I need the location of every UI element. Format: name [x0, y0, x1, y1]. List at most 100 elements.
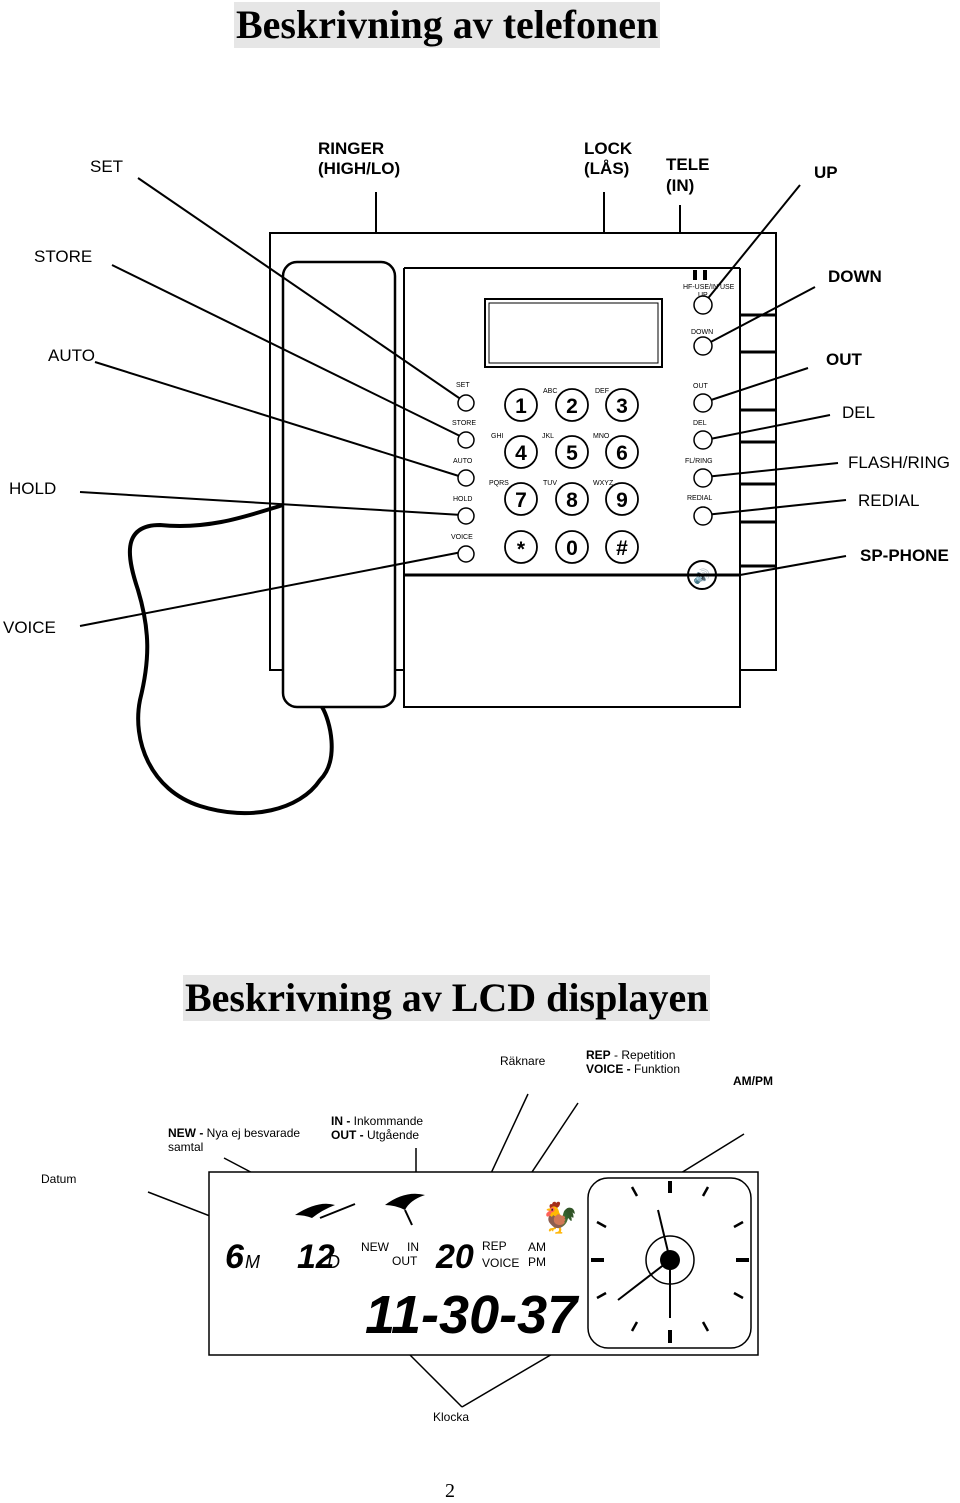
leader-lines — [79, 177, 847, 627]
note-rep: REP - Repetition — [586, 1048, 675, 1062]
lcd-counter: 20 — [435, 1238, 474, 1276]
down-small-label: DOWN — [691, 329, 713, 336]
letters-jkl: JKL — [542, 433, 554, 440]
phone-section-title: Beskrivning av telefonen — [234, 2, 661, 48]
callout-out: OUT — [826, 350, 863, 369]
new-desc: Nya ej besvarade — [203, 1126, 301, 1140]
bird-icon-1 — [295, 1203, 335, 1218]
lcd-panel — [208, 1171, 759, 1356]
keypad — [504, 388, 639, 564]
up-small-label: UP — [698, 292, 708, 299]
out-small-label: OUT — [693, 383, 709, 390]
phone-diagram: HF-USE/IN USE 🔊 SET STORE AUTO HOLD VOIC… — [3, 139, 950, 816]
note-ampm: AM/PM — [733, 1074, 773, 1088]
callout-flash-ring: FLASH/RING — [848, 453, 950, 472]
callout-ringer-1: RINGER — [318, 139, 384, 158]
callout-sp-phone: SP-PHONE — [860, 546, 949, 565]
letters-ghi: GHI — [491, 433, 504, 440]
key-star: * — [517, 538, 526, 561]
rep-desc: - Repetition — [610, 1048, 676, 1062]
key-4: 4 — [515, 442, 527, 465]
new-desc-2: samtal — [168, 1140, 204, 1154]
up-button — [693, 295, 713, 315]
key-1: 1 — [515, 395, 527, 418]
lcd-voice: VOICE — [482, 1256, 519, 1270]
lcd-pm: PM — [528, 1255, 546, 1269]
key-3: 3 — [616, 395, 628, 418]
hold-small-label: HOLD — [453, 496, 472, 503]
key-2: 2 — [566, 395, 578, 418]
key-5: 5 — [566, 442, 578, 465]
callout-lock-1: LOCK — [584, 139, 633, 158]
flash-ring-button — [693, 468, 713, 488]
del-small-label: DEL — [693, 420, 707, 427]
note-raknare: Räknare — [500, 1054, 546, 1068]
key-9: 9 — [616, 489, 628, 512]
callout-store: STORE — [34, 247, 92, 266]
set-button — [457, 394, 475, 412]
callout-down: DOWN — [828, 267, 882, 286]
note-voice: VOICE - Funktion — [586, 1062, 680, 1076]
key-0: 0 — [566, 537, 578, 560]
rooster-icon: 🐓 — [541, 1200, 578, 1236]
note-klocka: Klocka — [433, 1410, 470, 1424]
out-key: OUT - — [331, 1128, 364, 1142]
lcd-day-value: 12 — [297, 1238, 335, 1276]
right-button-column: UP DOWN OUT DEL FL/RING REDIAL — [685, 292, 713, 526]
voice-desc: Funktion — [630, 1062, 681, 1076]
indicator-label: HF-USE/IN USE — [683, 284, 735, 291]
down-button — [693, 336, 713, 356]
rep-key: REP — [586, 1048, 611, 1062]
callout-lock-2: (LÅS) — [584, 159, 629, 178]
phone-base — [403, 574, 741, 708]
callout-redial: REDIAL — [858, 491, 919, 510]
key-letter-labels: ABC DEF GHI JKL MNO PQRS TUV WXYZ — [489, 388, 614, 487]
auto-small-label: AUTO — [453, 458, 473, 465]
in-key: IN - — [331, 1114, 351, 1128]
new-key: NEW - — [168, 1126, 204, 1140]
clock-hands — [617, 1209, 671, 1318]
set-small-label: SET — [456, 382, 470, 389]
lcd-time: 11-30-37 — [365, 1285, 580, 1345]
key-7: 7 — [515, 489, 527, 512]
handset-cord — [127, 503, 334, 816]
flring-small-label: FL/RING — [685, 458, 713, 465]
callout-voice: VOICE — [3, 618, 56, 637]
callout-tele-1: TELE — [666, 155, 709, 174]
lcd-out: OUT — [392, 1254, 418, 1268]
lcd-month-value: 6 — [225, 1238, 245, 1276]
redial-small-label: REDIAL — [687, 495, 712, 502]
del-button — [693, 430, 713, 450]
key-hash: # — [616, 537, 628, 560]
callout-tele-2: (IN) — [666, 176, 694, 195]
letters-tuv: TUV — [543, 480, 557, 487]
letters-wxyz: WXYZ — [593, 480, 614, 487]
voice-key: VOICE - — [586, 1062, 631, 1076]
lcd-month-unit: M — [245, 1252, 260, 1272]
letters-abc: ABC — [543, 388, 557, 395]
clock-minute-marks — [596, 1186, 744, 1332]
callout-auto: AUTO — [48, 346, 95, 365]
callout-set: SET — [90, 157, 123, 176]
hold-button — [457, 507, 475, 525]
bird-icon-2 — [385, 1193, 425, 1210]
redial-button — [693, 506, 713, 526]
callout-ringer-2: (HIGH/LO) — [318, 159, 400, 178]
clock-face — [587, 1177, 752, 1349]
side-ridges — [740, 313, 776, 568]
phone-callouts: SET RINGER (HIGH/LO) LOCK (LÅS) TELE (IN… — [3, 139, 950, 637]
out-button — [693, 393, 713, 413]
lcd-in: IN — [407, 1240, 419, 1254]
store-small-label: STORE — [452, 420, 476, 427]
lcd-am: AM — [528, 1240, 546, 1254]
key-6: 6 — [616, 442, 628, 465]
lcd-new: NEW — [361, 1240, 390, 1254]
auto-button — [457, 469, 475, 487]
lcd-screen — [484, 298, 663, 368]
callout-up: UP — [814, 163, 838, 182]
callout-del: DEL — [842, 403, 875, 422]
clock-hub — [660, 1250, 680, 1270]
page-number: 2 — [445, 1480, 455, 1502]
